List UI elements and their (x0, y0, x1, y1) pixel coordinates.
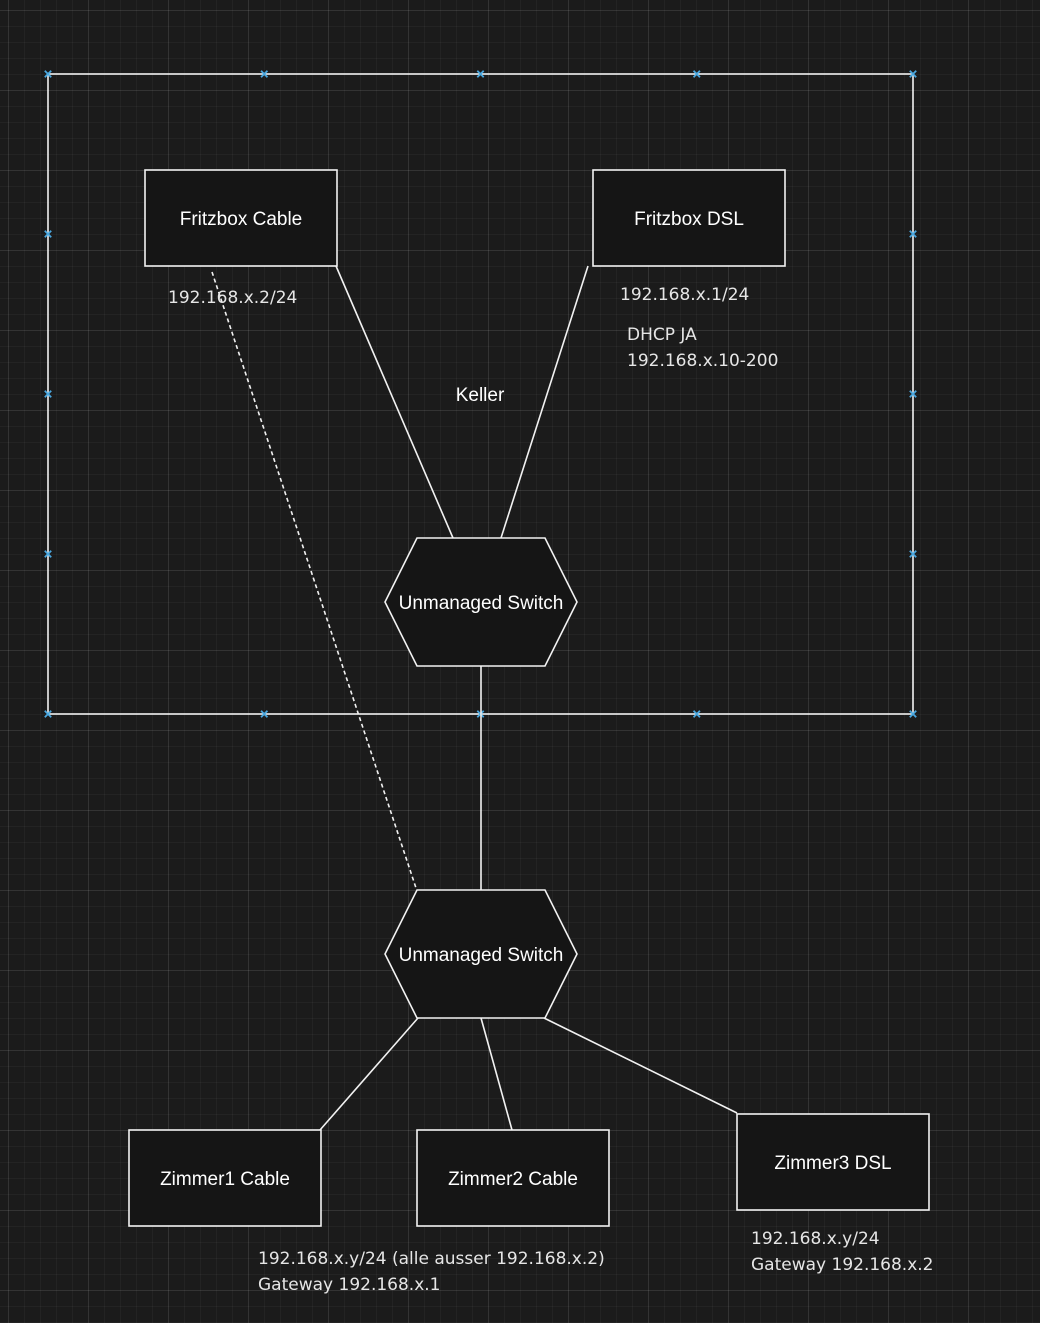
zimmer2-node[interactable] (416, 1129, 610, 1227)
fritzbox-cable-node[interactable] (144, 169, 338, 267)
edge-fritzbox-cable-to-switch-keller[interactable] (335, 265, 454, 539)
fritzbox-cable-ip-note[interactable]: 192.168.x.2/24 (168, 288, 297, 308)
dhcp-note-line2[interactable]: 192.168.x.10-200 (627, 351, 778, 371)
selection-handle[interactable] (692, 70, 701, 78)
edge-switch-main-to-zimmer1[interactable] (319, 1017, 419, 1131)
selection-handle[interactable] (909, 550, 917, 558)
edge-fritzbox-cable-to-switch-main-dashed[interactable] (211, 271, 417, 889)
zimmer3-label: Zimmer3 DSL (774, 1153, 891, 1174)
zimmer12-note-line2[interactable]: Gateway 192.168.x.1 (258, 1275, 440, 1295)
selection-handle[interactable] (476, 70, 485, 78)
selection-handle[interactable] (44, 550, 52, 558)
selection-handle[interactable] (909, 390, 917, 398)
zimmer12-note-line1[interactable]: 192.168.x.y/24 (alle ausser 192.168.x.2) (258, 1249, 605, 1269)
zimmer2-label: Zimmer2 Cable (448, 1169, 578, 1190)
edge-switch-main-to-zimmer3[interactable] (543, 1017, 738, 1114)
switch-keller-label: Unmanaged Switch (399, 593, 564, 614)
zimmer1-node[interactable] (128, 1129, 322, 1227)
switch-main-node[interactable] (384, 889, 578, 1019)
selection-handle[interactable] (260, 70, 269, 78)
selection-handle[interactable] (44, 70, 52, 78)
selection-handle[interactable] (909, 70, 917, 78)
keller-group-label[interactable]: Keller (456, 385, 505, 406)
selection-handle[interactable] (44, 390, 52, 398)
fritzbox-dsl-label: Fritzbox DSL (634, 209, 744, 230)
fritzbox-cable-label: Fritzbox Cable (180, 209, 303, 230)
switch-main-label: Unmanaged Switch (399, 945, 564, 966)
zimmer1-label: Zimmer1 Cable (160, 1169, 290, 1190)
zimmer3-note-line1[interactable]: 192.168.x.y/24 (751, 1229, 880, 1249)
selection-handle[interactable] (692, 710, 701, 718)
edge-fritzbox-dsl-to-switch-keller[interactable] (500, 265, 589, 539)
zimmer3-note-line2[interactable]: Gateway 192.168.x.2 (751, 1255, 933, 1275)
dhcp-note-line1[interactable]: DHCP JA (627, 325, 697, 345)
zimmer3-node[interactable] (736, 1113, 930, 1211)
selection-handle[interactable] (909, 230, 917, 238)
selection-handle[interactable] (44, 710, 52, 718)
fritzbox-dsl-ip-note[interactable]: 192.168.x.1/24 (620, 285, 749, 305)
switch-keller-node[interactable] (384, 537, 578, 667)
selection-handle[interactable] (909, 710, 917, 718)
edge-switch-main-to-zimmer2[interactable] (480, 1017, 513, 1131)
fritzbox-dsl-node[interactable] (592, 169, 786, 267)
selection-handle[interactable] (44, 230, 52, 238)
selection-handles[interactable] (44, 70, 917, 718)
selection-handle[interactable] (260, 710, 269, 718)
